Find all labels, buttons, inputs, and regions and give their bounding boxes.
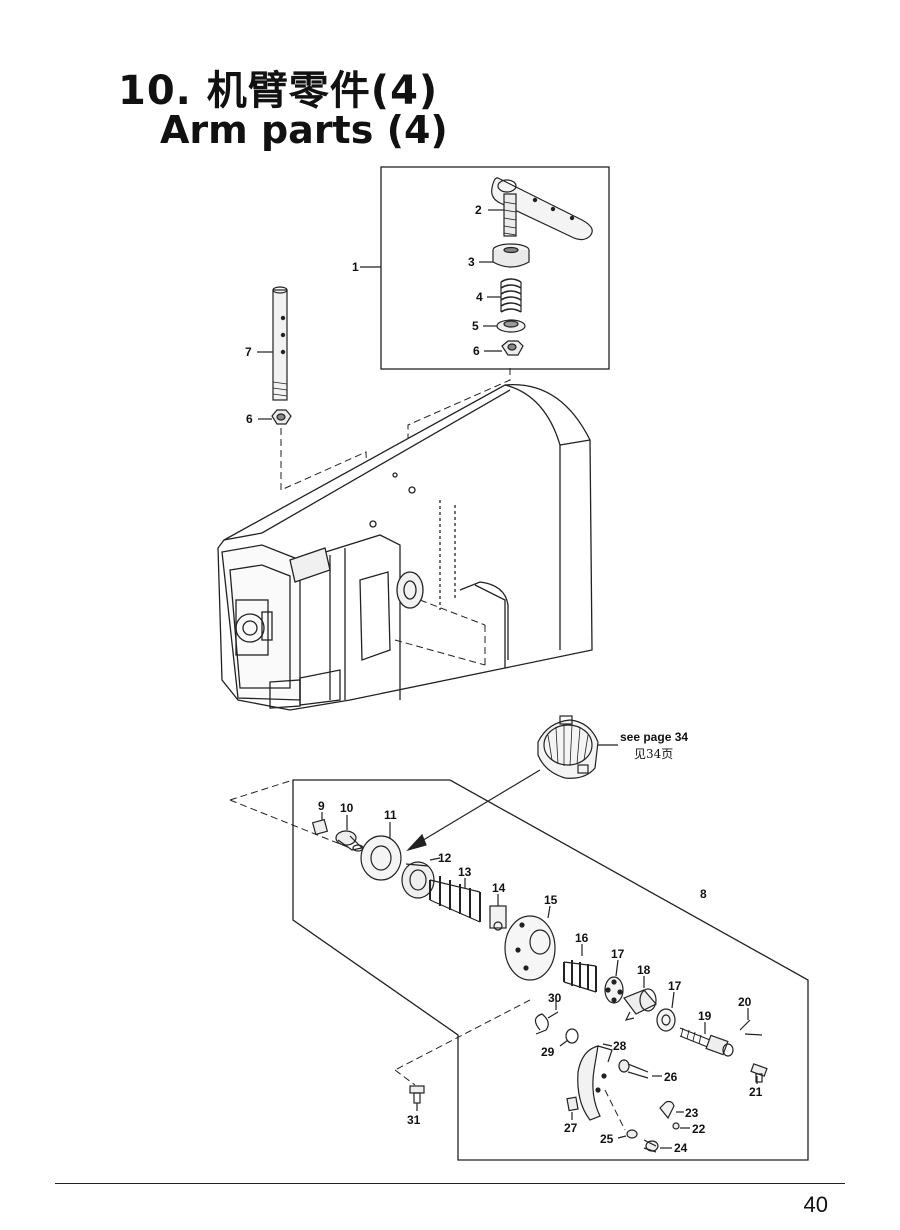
callout-17-bearing: 17 bbox=[611, 947, 625, 961]
compression-spring-part-16 bbox=[563, 960, 597, 993]
callout-11: 11 bbox=[384, 808, 397, 822]
stud-shaft-part bbox=[272, 286, 288, 401]
bearing-ring-part bbox=[604, 976, 624, 1004]
ring-part-11 bbox=[360, 835, 402, 881]
callout-25: 25 bbox=[600, 1132, 614, 1146]
wire-pin-part bbox=[739, 1019, 763, 1036]
callout-28: 28 bbox=[613, 1039, 627, 1053]
callout-13: 13 bbox=[458, 865, 472, 879]
callout-1: 1 bbox=[352, 260, 359, 274]
screw-part-31 bbox=[409, 1085, 425, 1104]
footer-divider bbox=[55, 1183, 845, 1184]
washer-part-17 bbox=[656, 1008, 676, 1032]
callout-10: 10 bbox=[340, 801, 354, 815]
callout-14: 14 bbox=[492, 881, 506, 895]
small-lever-part bbox=[659, 1100, 675, 1120]
callout-12: 12 bbox=[438, 851, 452, 865]
lever-with-stud-part bbox=[491, 177, 593, 241]
callout-2: 2 bbox=[475, 203, 482, 217]
callout-23: 23 bbox=[685, 1106, 699, 1120]
callout-16: 16 bbox=[575, 931, 589, 945]
wire-spring-part bbox=[534, 1011, 559, 1035]
callout-31: 31 bbox=[407, 1113, 421, 1127]
cam-plate-part bbox=[504, 915, 556, 981]
callout-20: 20 bbox=[738, 995, 752, 1009]
pin-part-27 bbox=[566, 1096, 579, 1112]
set-screw-part-9 bbox=[311, 818, 329, 836]
collar-part bbox=[401, 861, 435, 899]
callout-3: 3 bbox=[468, 255, 475, 269]
bevel-gear-reference bbox=[537, 715, 599, 779]
compression-spring-part-13 bbox=[429, 876, 481, 923]
exploded-parts-diagram: 1 2 3 4 5 6 7 6 9 10 11 12 13 14 15 8 16… bbox=[217, 166, 809, 1161]
page-title-english: Arm parts (4) bbox=[160, 108, 448, 152]
screw-part-22 bbox=[672, 1122, 680, 1130]
callout-7: 7 bbox=[245, 345, 252, 359]
spring-part bbox=[500, 278, 522, 313]
callout-21: 21 bbox=[749, 1085, 763, 1099]
callout-6-upper: 6 bbox=[473, 344, 480, 358]
callout-19: 19 bbox=[698, 1009, 712, 1023]
washer-part-25 bbox=[626, 1129, 638, 1139]
callout-27: 27 bbox=[564, 1121, 578, 1135]
callout-24: 24 bbox=[674, 1141, 688, 1155]
see-page-reference-cn: 见34页 bbox=[634, 747, 673, 761]
callout-5: 5 bbox=[472, 319, 479, 333]
screw-part-24 bbox=[643, 1139, 659, 1153]
callout-29: 29 bbox=[541, 1045, 555, 1059]
sleeve-part bbox=[623, 988, 657, 1021]
assembly-box-8 bbox=[292, 779, 809, 1161]
callout-8: 8 bbox=[700, 887, 707, 901]
callout-17-washer: 17 bbox=[668, 979, 682, 993]
arm-casting-body bbox=[217, 383, 593, 711]
callout-9: 9 bbox=[318, 799, 325, 813]
e-ring-part bbox=[565, 1028, 579, 1044]
callout-22: 22 bbox=[692, 1122, 706, 1136]
callout-26: 26 bbox=[664, 1070, 678, 1084]
nut-part-lower bbox=[271, 409, 292, 425]
callout-18: 18 bbox=[637, 963, 651, 977]
nut-part-upper bbox=[501, 340, 524, 356]
page-number: 40 bbox=[803, 1192, 828, 1217]
shaft-screw-part bbox=[679, 1027, 734, 1057]
hook-lever-part bbox=[577, 1045, 613, 1121]
callout-4: 4 bbox=[476, 290, 483, 304]
assembly-box-1 bbox=[380, 166, 610, 370]
washer-part bbox=[496, 319, 526, 333]
screw-part-21 bbox=[750, 1063, 768, 1083]
callout-30: 30 bbox=[548, 991, 562, 1005]
see-page-reference-en: see page 34 bbox=[620, 730, 688, 744]
page-title-chinese: 10. 机臂零件(4) bbox=[118, 68, 439, 114]
cup-part bbox=[492, 243, 530, 268]
callout-15: 15 bbox=[544, 893, 558, 907]
screw-part-26 bbox=[618, 1059, 649, 1079]
block-part bbox=[489, 905, 507, 931]
bushing-part bbox=[335, 830, 364, 852]
callout-6-lower: 6 bbox=[246, 412, 253, 426]
